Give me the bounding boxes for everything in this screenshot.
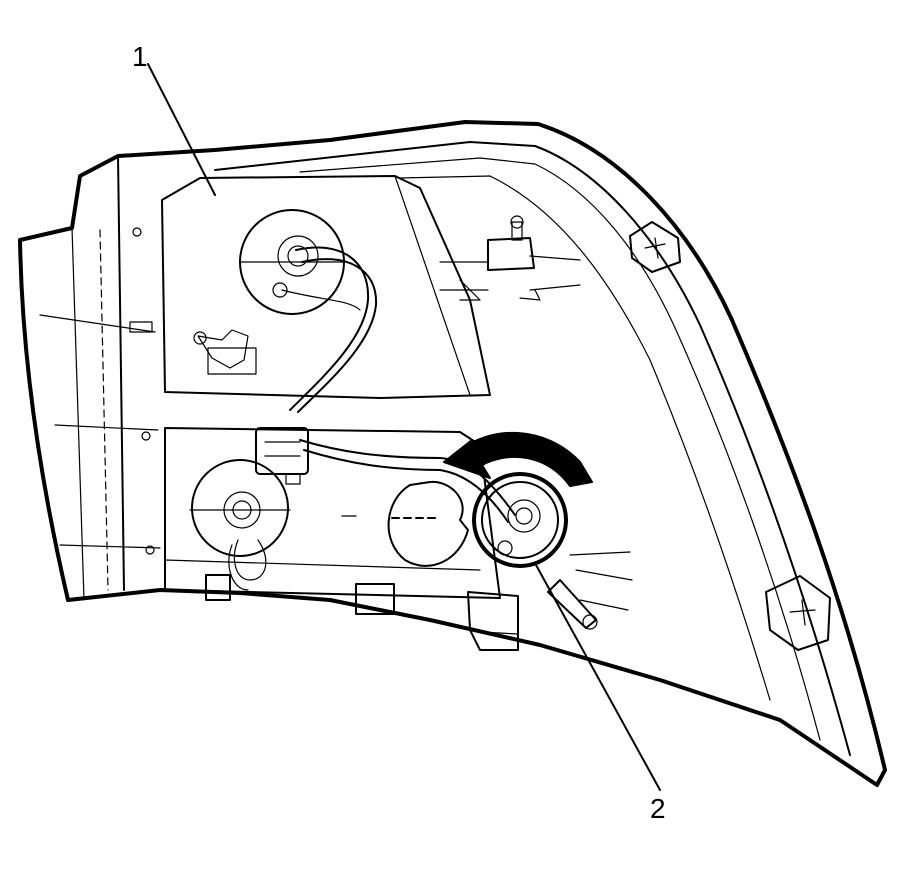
small-bulb-upper [193, 329, 257, 375]
flange-bar-2 [54, 424, 159, 431]
callout-1: 1 [132, 41, 216, 196]
upper-mount-stud [439, 215, 581, 301]
callout-2-leader [535, 564, 661, 791]
left-flange [117, 155, 125, 591]
bulb-cavity-opening [341, 480, 469, 567]
lower-clips [205, 574, 519, 651]
flange-hole-1 [132, 227, 142, 237]
mount-tab-lower [765, 575, 831, 651]
callout-2: 2 [535, 564, 666, 824]
callout-1-leader [147, 63, 216, 196]
flange-hole-2 [141, 431, 151, 441]
side-marker-bulb [547, 551, 633, 630]
lamp-housing [18, 120, 887, 787]
left-flange-dashed [99, 229, 109, 591]
flange-bar-1 [39, 314, 156, 333]
flange-slot [129, 321, 153, 333]
reflector-panels [161, 175, 501, 599]
upper-panel-diag [394, 175, 471, 396]
rotation-arrow-icon [443, 431, 593, 487]
harness-connector [255, 427, 309, 475]
lower-panel-shelf [164, 559, 481, 571]
housing-rim-inner [214, 141, 851, 756]
wiring-harness [255, 246, 516, 523]
flange-hole-3 [145, 545, 155, 555]
housing-outline [18, 120, 887, 787]
lower-panel [164, 427, 501, 599]
upper-bulb-socket [239, 209, 346, 315]
callout-2-label: 2 [650, 793, 666, 824]
housing-rim-inner-2 [299, 157, 821, 741]
upper-panel [161, 175, 491, 399]
housing-rim-inner-3 [399, 175, 771, 701]
main-bulb-socket [472, 472, 568, 568]
left-flange-2 [71, 227, 85, 601]
callout-1-label: 1 [132, 41, 148, 72]
mount-tab-upper [629, 221, 681, 273]
flange-bar-3 [59, 544, 161, 549]
lower-left-bulb-socket [189, 459, 291, 591]
